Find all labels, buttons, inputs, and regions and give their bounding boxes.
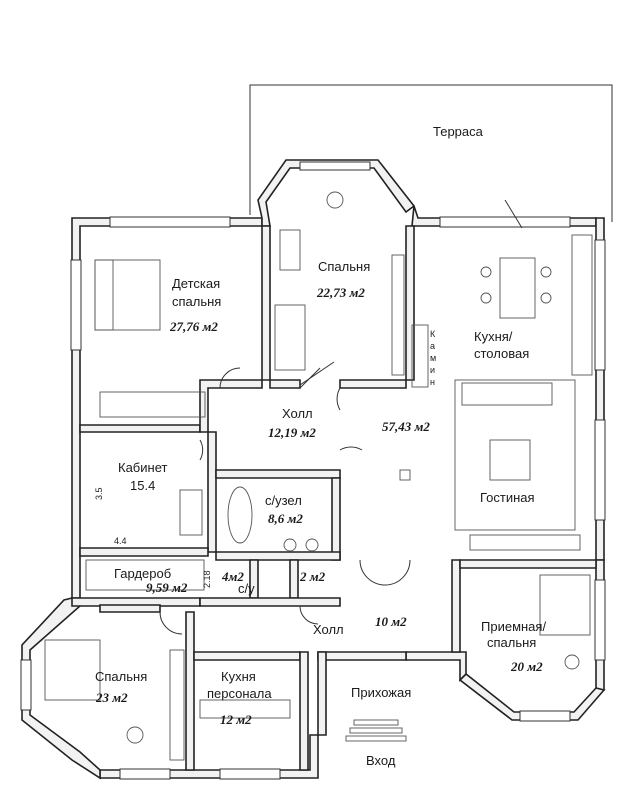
wc-label: с/у [238, 581, 255, 596]
fireplace-letter-5: н [430, 377, 435, 387]
master-bedroom-label: Спальня [318, 259, 370, 274]
fireplace-letter-3: м [430, 353, 436, 363]
annotation-arrows [299, 199, 523, 386]
fireplace-letter-1: К [430, 329, 436, 339]
outer-walls [21, 159, 606, 780]
hall-center-label: Холл [282, 406, 313, 421]
hall-lower-area: 10 м2 [375, 614, 407, 629]
staff-kitchen-area: 12 м2 [220, 712, 252, 727]
study-label: Кабинет [118, 460, 167, 475]
kids-bedroom-label-1: Детская [172, 276, 220, 291]
kids-bedroom-area: 27,76 м2 [169, 319, 218, 334]
staff-kitchen-label-2: персонала [207, 686, 272, 701]
wardrobe-area: 9,59 м2 [146, 580, 188, 595]
hall-lower-label: Холл [313, 622, 344, 637]
wc-area: 4м2 [221, 569, 244, 584]
guest-bedroom-label-1: Приемная/ [481, 619, 546, 634]
staff-kitchen-label-1: Кухня [221, 669, 256, 684]
kitchen-dining-label-1: Кухня/ [474, 329, 513, 344]
terrace-label: Терраса [433, 124, 484, 139]
wardrobe-label: Гардероб [114, 566, 171, 581]
fireplace-label: К а м и н [430, 329, 436, 387]
living-area-value: 57,43 м2 [382, 419, 430, 434]
windows [20, 161, 606, 780]
furniture [44, 191, 593, 761]
fireplace-letter-4: и [430, 365, 435, 375]
hall-center-area: 12,19 м2 [268, 425, 316, 440]
interior-walls [79, 225, 597, 771]
sw-bedroom-area: 23 м2 [95, 690, 128, 705]
bathroom-label: с/узел [265, 493, 302, 508]
closet-area: 2 м2 [299, 569, 326, 584]
dimension-2-18: 2.18 [202, 570, 212, 588]
entrance-label: Вход [366, 753, 396, 768]
kids-bedroom-label-2: спальня [172, 294, 221, 309]
guest-bedroom-area: 20 м2 [510, 659, 543, 674]
terrace-outline [249, 84, 613, 222]
master-bedroom-area: 22,73 м2 [316, 285, 365, 300]
foyer-label: Прихожая [351, 685, 411, 700]
fireplace-letter-2: а [430, 341, 435, 351]
kitchen-dining-label-2: столовая [474, 346, 529, 361]
dimension-4-4: 4.4 [114, 536, 127, 546]
study-area: 15.4 [130, 478, 155, 493]
sw-bedroom-label: Спальня [95, 669, 147, 684]
living-room-label: Гостиная [480, 490, 535, 505]
bathroom-area: 8,6 м2 [268, 511, 303, 526]
dimension-3-5: 3.5 [94, 487, 104, 500]
guest-bedroom-label-2: спальня [487, 635, 536, 650]
